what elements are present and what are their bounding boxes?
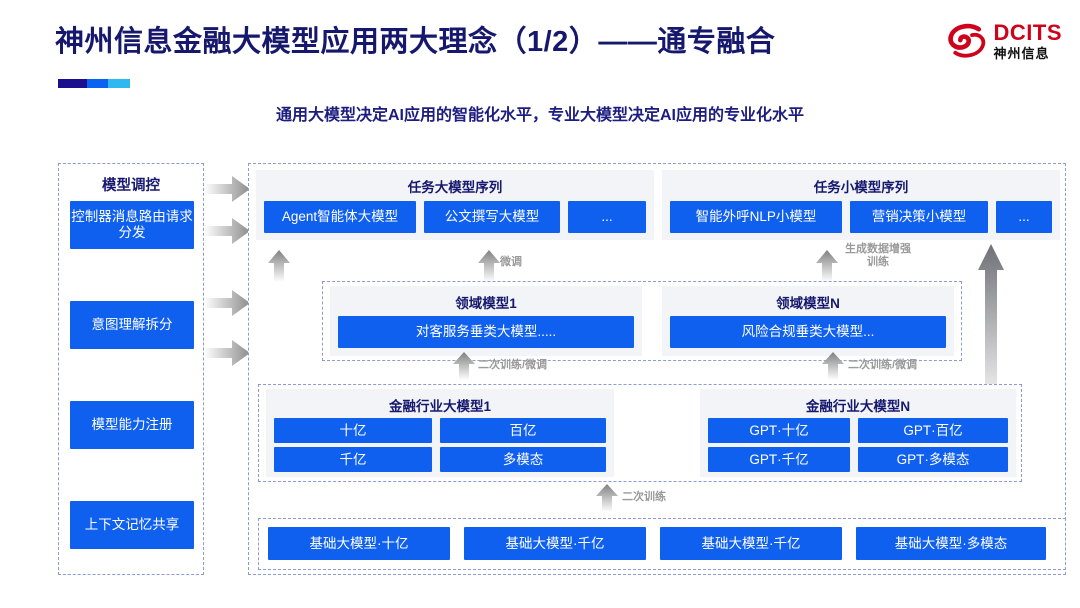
- arrow-up-to-domain-n: [822, 352, 844, 380]
- connector-arrow-right-4: [204, 340, 250, 366]
- arrow-label-finetune: 微调: [500, 256, 522, 268]
- industry-model-1-item-multimodal[interactable]: 多模态: [440, 447, 606, 472]
- industry-model-1-item-1000y[interactable]: 千亿: [274, 447, 432, 472]
- task-large-sequence-group: 任务大模型序列 Agent智能体大模型 公文撰写大模型 ...: [256, 170, 654, 240]
- sidebar-panel: 模型调控 控制器消息路由请求分发 意图理解拆分 模型能力注册 上下文记忆共享: [58, 163, 204, 575]
- domain-model-1-item[interactable]: 对客服务垂类大模型.....: [338, 316, 634, 348]
- accent-seg-2: [86, 79, 109, 88]
- arrow-up-to-task-small-left: [816, 250, 838, 282]
- base-model-item-1000y-alt[interactable]: 基础大模型·千亿: [660, 527, 842, 560]
- industry-model-n-title: 金融行业大模型N: [805, 399, 911, 414]
- arrow-label-retrain-finetune-left: 二次训练/微调: [478, 359, 548, 371]
- sidebar-item-context-memory[interactable]: 上下文记忆共享: [70, 501, 194, 549]
- arrow-up-to-domain-1: [453, 352, 475, 380]
- arrow-up-to-task-large-mid: [478, 250, 500, 282]
- page-title: 神州信息金融大模型应用两大理念（1/2）——通专融合: [55, 26, 776, 58]
- base-model-item-1000y[interactable]: 基础大模型·千亿: [464, 527, 646, 560]
- arrow-label-retrain: 二次训练: [622, 491, 666, 503]
- base-model-item-10y[interactable]: 基础大模型·十亿: [268, 527, 450, 560]
- industry-model-n-item-10y[interactable]: GPT·十亿: [708, 418, 850, 443]
- accent-bar: [58, 79, 130, 88]
- task-large-sequence-title: 任务大模型序列: [407, 180, 503, 195]
- brand-logo: DCITS 神州信息: [946, 20, 1063, 62]
- arrow-up-to-industry: [596, 484, 618, 512]
- page-subtitle: 通用大模型决定AI应用的智能化水平，专业大模型决定AI应用的专业化水平: [275, 107, 804, 124]
- industry-model-n-item-multimodal[interactable]: GPT·多模态: [858, 447, 1008, 472]
- arrow-label-retrain-finetune-right: 二次训练/微调: [848, 359, 918, 371]
- industry-model-1-item-10y[interactable]: 十亿: [274, 418, 432, 443]
- task-small-item-more[interactable]: ...: [996, 201, 1052, 233]
- task-large-item-more[interactable]: ...: [568, 201, 646, 233]
- logo-text-en: DCITS: [993, 20, 1062, 45]
- domain-model-1-title: 领域模型1: [455, 296, 517, 311]
- accent-seg-1: [58, 79, 87, 88]
- task-small-sequence-title: 任务小模型序列: [813, 180, 909, 195]
- domain-model-1-group: 领域模型1 对客服务垂类大模型.....: [330, 286, 642, 356]
- arrow-up-to-task-large-left: [268, 250, 290, 282]
- industry-model-n-group: 金融行业大模型N GPT·十亿 GPT·百亿 GPT·千亿 GPT·多模态: [700, 389, 1016, 477]
- base-model-item-multimodal[interactable]: 基础大模型·多模态: [856, 527, 1046, 560]
- sidebar-item-controller-routing[interactable]: 控制器消息路由请求分发: [70, 201, 194, 249]
- industry-model-1-item-100y[interactable]: 百亿: [440, 418, 606, 443]
- industry-model-1-title: 金融行业大模型1: [388, 399, 491, 414]
- task-large-item-document[interactable]: 公文撰写大模型: [424, 201, 560, 233]
- task-small-item-nlp-outbound[interactable]: 智能外呼NLP小模型: [670, 201, 842, 233]
- connector-arrow-right-1: [204, 176, 250, 202]
- arrow-up-tall-right: [978, 244, 1004, 416]
- task-small-item-marketing[interactable]: 营销决策小模型: [850, 201, 988, 233]
- domain-model-n-item[interactable]: 风险合规垂类大模型...: [670, 316, 946, 348]
- logo-text-cn: 神州信息: [993, 46, 1050, 61]
- industry-model-n-item-1000y[interactable]: GPT·千亿: [708, 447, 850, 472]
- task-large-item-agent[interactable]: Agent智能体大模型: [264, 201, 416, 233]
- sidebar-item-capability-registry[interactable]: 模型能力注册: [70, 401, 194, 449]
- dcits-swirl-icon: [947, 23, 985, 58]
- connector-arrow-right-3: [204, 290, 250, 316]
- accent-seg-3: [108, 79, 130, 88]
- industry-model-n-item-100y[interactable]: GPT·百亿: [858, 418, 1008, 443]
- domain-model-n-group: 领域模型N 风险合规垂类大模型...: [662, 286, 954, 356]
- sidebar-title: 模型调控: [102, 178, 160, 194]
- industry-model-1-group: 金融行业大模型1 十亿 百亿 千亿 多模态: [266, 389, 614, 477]
- connector-arrow-right-2: [204, 218, 250, 244]
- domain-model-n-title: 领域模型N: [776, 296, 840, 311]
- task-small-sequence-group: 任务小模型序列 智能外呼NLP小模型 营销决策小模型 ...: [662, 170, 1060, 240]
- sidebar-item-intent-parsing[interactable]: 意图理解拆分: [70, 301, 194, 349]
- arrow-label-data-augmentation: 生成数据增强 训练: [845, 243, 911, 269]
